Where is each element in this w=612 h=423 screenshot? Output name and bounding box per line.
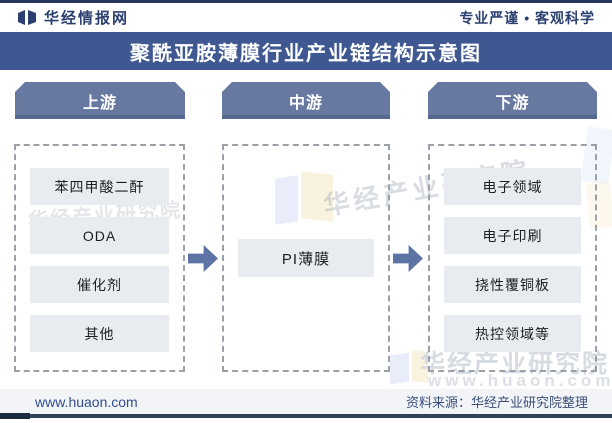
brand-bar: 华经情报网 专业严谨 • 客观科学: [0, 3, 612, 32]
midstream-box: PI薄膜: [222, 144, 390, 372]
brand-group: 华经情报网: [17, 7, 129, 28]
column-header-downstream-label: 下游: [495, 94, 530, 112]
brand-slogan: 专业严谨 • 客观科学: [459, 9, 595, 26]
brand-name: 华经情报网: [44, 10, 130, 27]
bottom-divider-tab: [0, 413, 30, 419]
arrow-midstream-to-downstream-icon: [393, 245, 423, 272]
downstream-item: 电子印刷: [444, 217, 581, 254]
title-bar: 聚酰亚胺薄膜行业产业链结构示意图: [0, 32, 612, 70]
watermark-url-bottom: www.huaon.com: [428, 371, 612, 390]
column-header-midstream: 中游: [222, 82, 390, 119]
upstream-items: 苯四甲酸二酐 ODA 催化剂 其他: [16, 146, 183, 352]
column-header-midstream-label: 中游: [288, 94, 323, 112]
watermark-logo-icon: [412, 350, 428, 383]
upstream-item: 催化剂: [30, 266, 169, 303]
upstream-item: ODA: [30, 217, 169, 254]
bottom-divider: [0, 414, 612, 418]
footer-source-note: 资料来源：华经产业研究院整理: [405, 395, 588, 410]
midstream-item: PI薄膜: [238, 239, 374, 277]
downstream-item: 电子领域: [444, 168, 581, 205]
footer-site-url: www.huaon.com: [35, 393, 138, 410]
midstream-items: PI薄膜: [224, 239, 388, 277]
page-title: 聚酰亚胺薄膜行业产业链结构示意图: [130, 42, 482, 65]
downstream-item: 热控领域等: [444, 315, 581, 352]
arrow-upstream-to-midstream-icon: [188, 245, 218, 272]
column-header-upstream: 上游: [15, 82, 185, 119]
upstream-item: 苯四甲酸二酐: [30, 168, 169, 205]
footer-bar: www.huaon.com 资料来源：华经产业研究院整理: [0, 389, 612, 414]
top-divider: [0, 0, 612, 3]
column-header-upstream-label: 上游: [82, 94, 117, 112]
upstream-item: 其他: [30, 315, 169, 352]
column-header-downstream: 下游: [428, 82, 597, 119]
huajing-logo-icon: [17, 9, 37, 27]
downstream-box: 电子领域 电子印刷 挠性覆铜板 热控领域等: [428, 144, 597, 372]
watermark-logo-icon: [390, 352, 409, 385]
upstream-box: 苯四甲酸二酐 ODA 催化剂 其他: [14, 144, 185, 372]
downstream-items: 电子领域 电子印刷 挠性覆铜板 热控领域等: [430, 146, 595, 352]
downstream-item: 挠性覆铜板: [444, 266, 581, 303]
